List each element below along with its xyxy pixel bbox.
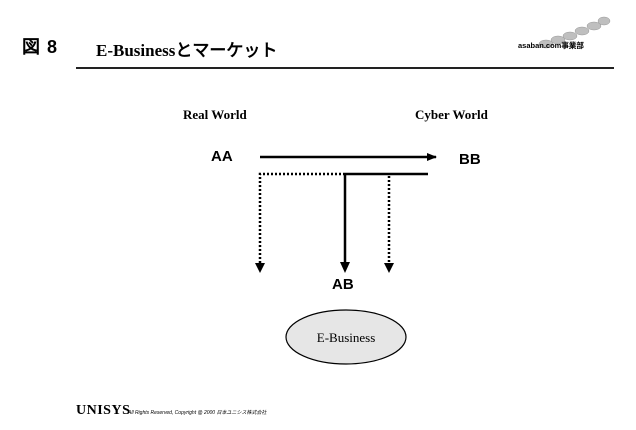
e-business-label: E-Business	[316, 330, 376, 345]
slide-title: E-Businessとマーケット	[96, 41, 278, 60]
branch-to-ab-arrowhead	[340, 262, 350, 273]
figure-label: 図 8	[22, 37, 59, 57]
node-aa: AA	[211, 148, 233, 165]
cyber-world-dotted-arrowhead	[384, 263, 394, 273]
real-world-dotted-path	[258, 172, 345, 264]
header-divider	[76, 67, 614, 69]
brand-graphic-icon	[538, 16, 611, 49]
node-bb: BB	[459, 151, 481, 168]
node-ab: AB	[332, 276, 354, 293]
cyber-world-heading: Cyber World	[415, 107, 488, 122]
real-world-heading: Real World	[183, 107, 247, 122]
e-business-ellipse	[285, 309, 407, 365]
copyright-note: All Rights Reserved, Copyright @ 2000 日本…	[128, 410, 267, 416]
unisys-logo: UNISYS	[76, 403, 131, 418]
brand-text: asaban.com事業部	[518, 41, 584, 50]
brand-logo: asaban.com事業部	[518, 14, 618, 54]
real-world-dotted-arrowhead	[255, 263, 265, 273]
